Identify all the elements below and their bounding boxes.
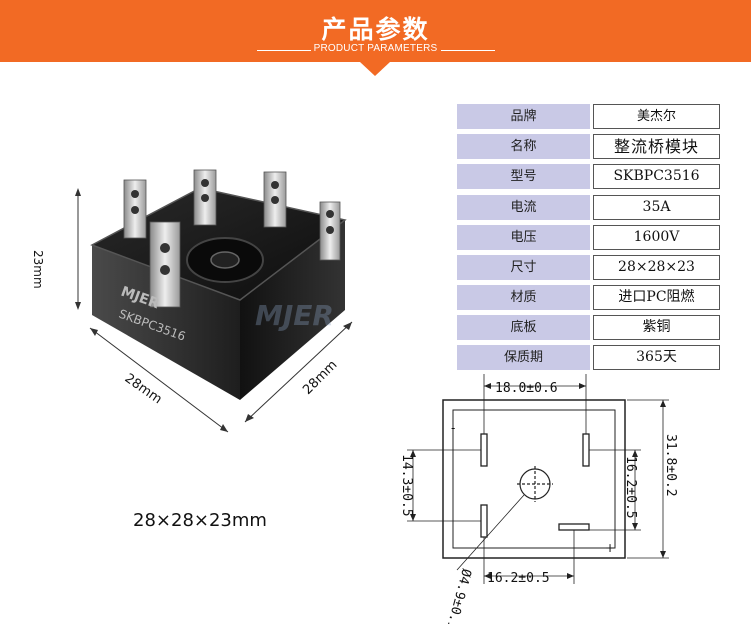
product-photo: 23mm MJER SKBPC3516 MJER [31, 169, 353, 433]
width-label-right: 28mm [300, 358, 340, 398]
header-title: 产品参数 [321, 15, 430, 44]
terminal-slot-bottom-right [558, 523, 590, 531]
plus-marker: + [605, 541, 615, 555]
param-value: 进口PC阻燃 [593, 285, 720, 310]
param-label: 电流 [457, 195, 590, 220]
terminal-back-right [263, 171, 287, 228]
param-label: 电压 [457, 225, 590, 250]
param-value: 1600V [593, 225, 720, 250]
header-line-left [257, 50, 311, 51]
body-right-face [240, 220, 345, 400]
param-label: 型号 [457, 164, 590, 189]
param-label: 保质期 [457, 345, 590, 370]
terminal-front [149, 221, 181, 308]
width-dimension-left [89, 327, 229, 433]
terminal-left [123, 179, 147, 239]
terminal-slot-top-left [480, 433, 488, 467]
outline-outer [442, 399, 626, 559]
param-value: 美杰尔 [593, 104, 720, 129]
right-dimension-label: 31.8±0.2 [663, 434, 678, 497]
param-value: SKBPC3516 [593, 164, 720, 189]
watermark: MJER [255, 299, 334, 332]
param-value: 紫铜 [593, 315, 720, 340]
terminal-slot-bottom-left [480, 504, 488, 538]
param-value: 整流桥模块 [593, 134, 720, 159]
left-dimension-label: 14.3±0.5 [399, 454, 414, 517]
inner-right-dimension-label: 16.2±0.5 [623, 456, 638, 519]
terminal-right [319, 201, 341, 261]
height-label: 23mm [31, 250, 45, 289]
top-dimension-label: 18.0±0.6 [495, 381, 558, 396]
width-dimension-right [244, 321, 353, 423]
hole-dimension-label: Ø4.9±0.1 [443, 567, 474, 624]
technical-drawing: 18.0±0.6 31.8±0.2 16.2±0.5 14.3±0.5 16.2… [399, 374, 678, 624]
param-label: 品牌 [457, 104, 590, 129]
terminal-back-left [193, 169, 217, 226]
minus-marker: - [451, 421, 455, 435]
height-dimension [75, 188, 81, 310]
param-label: 名称 [457, 134, 590, 159]
header-line-right [441, 50, 495, 51]
bottom-dimension-label: 16.2±0.5 [487, 571, 550, 586]
param-label: 尺寸 [457, 255, 590, 280]
header-banner: 产品参数 PRODUCT PARAMETERS [0, 0, 751, 62]
outline-inner [452, 409, 616, 549]
header-subtitle: PRODUCT PARAMETERS [313, 43, 438, 54]
param-value: 28×28×23 [593, 255, 720, 280]
param-value: 35A [593, 195, 720, 220]
width-label-left: 28mm [122, 371, 165, 407]
param-label: 底板 [457, 315, 590, 340]
terminal-slot-top-right [582, 433, 590, 467]
param-value: 365天 [593, 345, 720, 370]
body-left-face [92, 245, 240, 400]
bottom-dimensions-text: 28×28×23mm [133, 510, 267, 531]
header-notch [360, 62, 390, 76]
param-label: 材质 [457, 285, 590, 310]
